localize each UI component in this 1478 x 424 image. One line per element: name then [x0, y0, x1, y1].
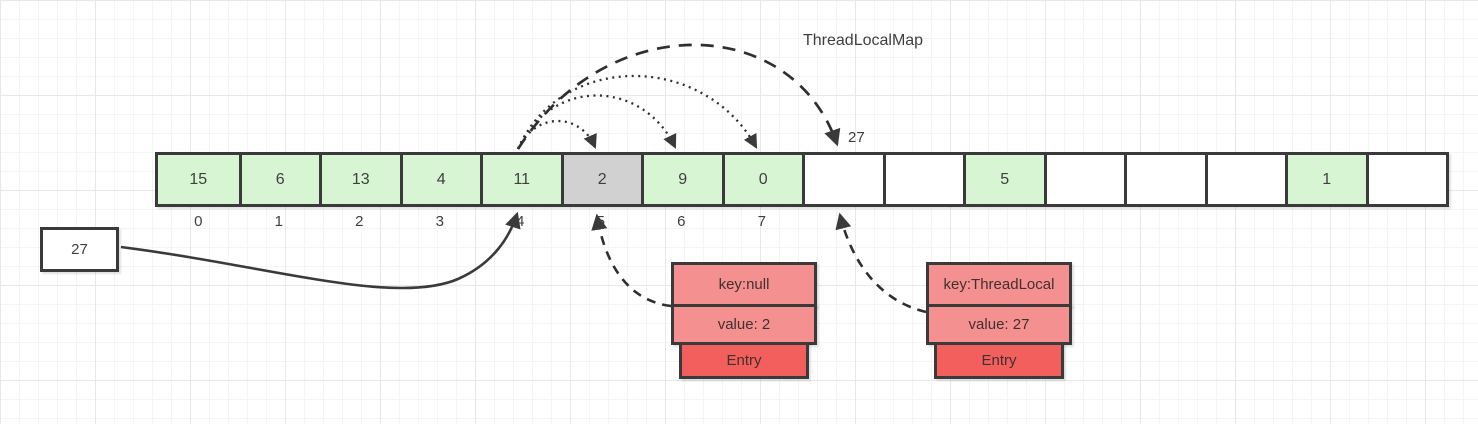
array-cell: 0 — [721, 155, 802, 204]
entry-live: key:ThreadLocal value: 27 Entry — [926, 262, 1072, 379]
incoming-value-box: 27 — [40, 227, 119, 272]
entry-live-footer: Entry — [934, 342, 1064, 379]
array-cell: 15 — [158, 155, 239, 204]
probe-arc-5 — [516, 119, 597, 150]
array-cell — [802, 155, 883, 204]
incoming-value-label: 27 — [71, 241, 88, 258]
entry-live-key: key:ThreadLocal — [926, 262, 1072, 307]
array-cell — [882, 155, 963, 204]
entry-stale-key: key:null — [671, 262, 817, 307]
array-cell — [1124, 155, 1205, 204]
entry-stale-value: value: 2 — [671, 304, 817, 345]
array-cell: 1 — [1285, 155, 1366, 204]
probe-arc-6 — [516, 94, 677, 150]
array-cell — [1204, 155, 1285, 204]
array-cell — [1043, 155, 1124, 204]
array-cell: 11 — [480, 155, 561, 204]
array-index-label: 7 — [757, 213, 766, 230]
entry-stale: key:null value: 2 Entry — [671, 262, 817, 379]
entry-live-value: value: 27 — [926, 304, 1072, 345]
array-index-label: 4 — [516, 213, 525, 230]
array-index-label: 2 — [355, 213, 364, 230]
array-cell — [1365, 155, 1446, 204]
probe-arc-8 — [516, 43, 841, 150]
entry-live-arrow — [835, 212, 927, 314]
array-cell: 6 — [238, 155, 319, 204]
array-cell: 2 — [560, 155, 641, 204]
array-cell: 9 — [641, 155, 722, 204]
array-cell: 5 — [963, 155, 1044, 204]
array-index-label: 1 — [274, 213, 283, 230]
entry-stale-footer: Entry — [679, 342, 809, 379]
array-index-label: 6 — [677, 213, 686, 230]
probe-result-label: 27 — [848, 129, 865, 146]
array-cell: 13 — [319, 155, 400, 204]
diagram-title: ThreadLocalMap — [803, 32, 924, 49]
array-cell: 4 — [399, 155, 480, 204]
array-index-label: 3 — [435, 213, 444, 230]
array-index-label: 0 — [194, 213, 203, 230]
probe-arc-7 — [516, 75, 758, 150]
array-index-label: 5 — [596, 213, 605, 230]
